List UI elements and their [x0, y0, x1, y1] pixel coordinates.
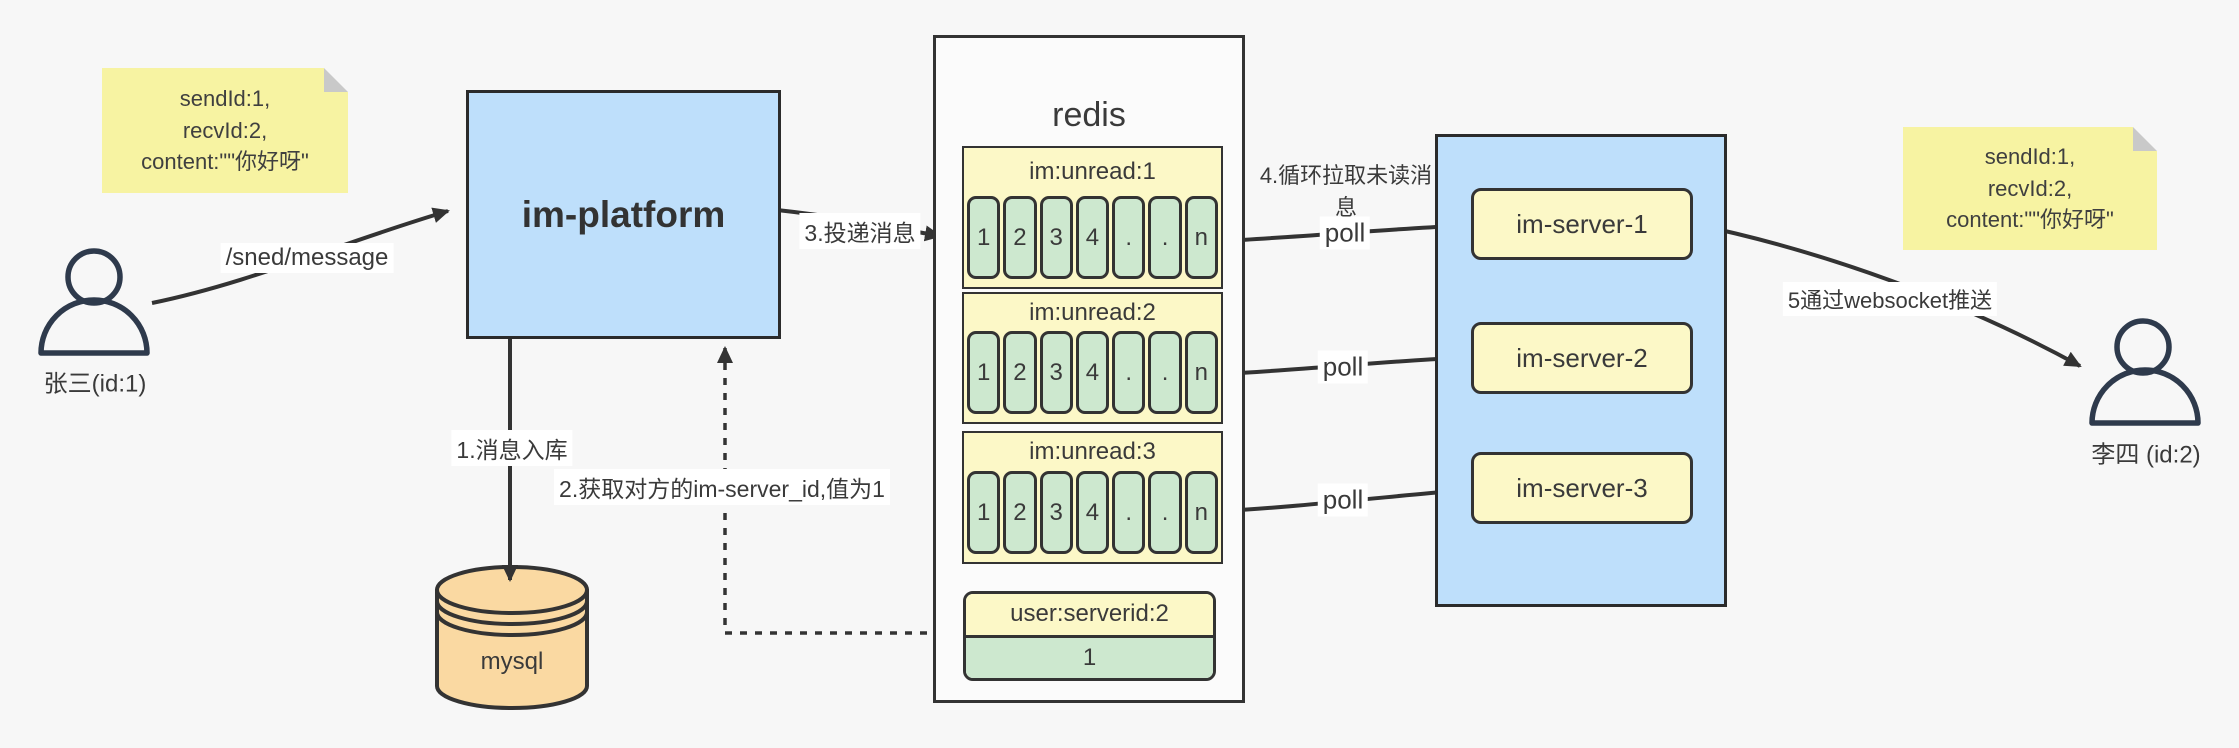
- user-icon-sender: [38, 248, 150, 356]
- sender-label: 张三(id:1): [43, 370, 147, 398]
- queue-cells: 1 2 3 4 . . n: [964, 331, 1221, 422]
- sticky-note-push-payload: sendId:1, recvId:2, content:""你好呀": [1903, 127, 2157, 250]
- queue-cell: 3: [1039, 331, 1073, 414]
- sticky-note-request-payload: sendId:1, recvId:2, content:""你好呀": [102, 68, 348, 193]
- im-platform-node: im-platform: [466, 90, 781, 339]
- user-serverid-map: user:serverid:2 1: [963, 591, 1216, 681]
- queue-cell: .: [1148, 471, 1182, 554]
- queue-cell: 3: [1039, 196, 1073, 279]
- queue-cell: .: [1148, 196, 1182, 279]
- queue-title: im:unread:1: [1029, 158, 1156, 185]
- im-server-cluster: im-server-1 im-server-2 im-server-3: [1435, 134, 1727, 607]
- note-line: sendId:1,: [1984, 143, 2076, 169]
- queue-cell: .: [1148, 331, 1182, 414]
- im-server-2-node: im-server-2: [1471, 322, 1693, 394]
- im-server-1-node: im-server-1: [1471, 188, 1693, 260]
- queue-cell: 2: [1003, 471, 1037, 554]
- mysql-label: mysql: [480, 648, 544, 675]
- queue-cell: 3: [1039, 471, 1073, 554]
- note-line: sendId:1,: [179, 85, 271, 111]
- note-line: recvId:2,: [1987, 175, 2073, 201]
- queue-cell: 1: [967, 196, 1001, 279]
- queue-cell: 4: [1075, 331, 1110, 414]
- mysql-cylinder-icon: [435, 565, 589, 710]
- edge-label-step5: 5通过websocket推送: [1782, 282, 1998, 316]
- receiver-label: 李四 (id:2): [2091, 441, 2201, 469]
- redis-title: redis: [1052, 96, 1126, 134]
- user-serverid-value: 1: [966, 637, 1213, 678]
- note-line: recvId:2,: [182, 117, 268, 143]
- note-line: content:""你好呀": [141, 149, 309, 175]
- user-icon-receiver: [2089, 318, 2201, 426]
- queue-im-unread-1: im:unread:1 1 2 3 4 . . n: [962, 146, 1223, 289]
- queue-cell: .: [1112, 471, 1146, 554]
- queue-cell: 1: [967, 471, 1001, 554]
- queue-cell: n: [1184, 196, 1218, 279]
- queue-cell: 2: [1003, 331, 1037, 414]
- edge-label-poll-2: poll: [1317, 350, 1369, 384]
- edge-label-poll-3: poll: [1317, 483, 1369, 517]
- redis-container: redis im:unread:1 1 2 3 4 . . n im:unrea…: [933, 35, 1245, 703]
- edge-label-step4: 4.循环拉取未读消息: [1259, 163, 1433, 220]
- queue-cell: .: [1112, 196, 1146, 279]
- queue-im-unread-2: im:unread:2 1 2 3 4 . . n: [962, 292, 1223, 424]
- queue-cell: n: [1184, 331, 1218, 414]
- im-platform-label: im-platform: [521, 193, 726, 235]
- queue-cells: 1 2 3 4 . . n: [964, 471, 1221, 562]
- queue-title: im:unread:2: [1029, 298, 1156, 326]
- queue-im-unread-3: im:unread:3 1 2 3 4 . . n: [962, 431, 1223, 564]
- queue-cell: n: [1184, 471, 1218, 554]
- queue-cell: 1: [967, 331, 1001, 414]
- queue-cell: 2: [1003, 196, 1037, 279]
- queue-cell: 4: [1075, 196, 1110, 279]
- edge-label-step3: 3.投递消息: [799, 213, 921, 249]
- queue-title: im:unread:3: [1029, 438, 1156, 465]
- user-serverid-key: user:serverid:2: [966, 594, 1213, 638]
- queue-cell: .: [1112, 331, 1146, 414]
- edge-label-send-api: /sned/message: [220, 243, 394, 273]
- queue-cell: 4: [1075, 471, 1110, 554]
- edge-label-step1: 1.消息入库: [451, 430, 573, 466]
- edge-label-poll-1: poll: [1319, 216, 1371, 250]
- queue-cells: 1 2 3 4 . . n: [964, 196, 1221, 287]
- im-server-3-node: im-server-3: [1471, 452, 1693, 524]
- note-line: content:""你好呀": [1946, 207, 2114, 233]
- edge-label-step2: 2.获取对方的im-server_id,值为1: [554, 469, 890, 505]
